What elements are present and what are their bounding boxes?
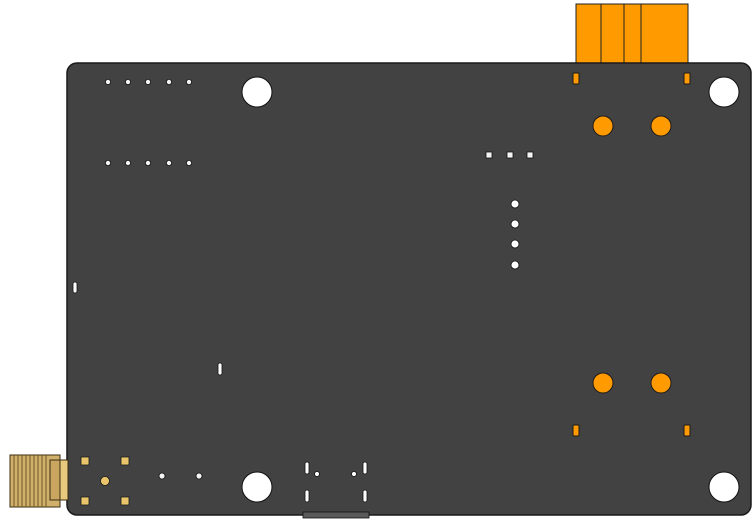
mounting-hole-bottom-right [708,471,740,503]
via-row-top [105,79,192,86]
square-pads [485,151,534,159]
bottom-vias [158,472,203,480]
mounting-hole-top-right [708,76,740,108]
mounting-holes [241,76,740,503]
via-row-second [105,159,192,166]
mounting-hole-bottom-left [241,471,273,503]
usb-connector [302,461,370,519]
sma-antenna-connector [9,454,69,508]
mounting-hole-top-left [241,76,273,108]
orange-standoffs [592,115,672,394]
gold-pads [80,456,130,506]
slots [72,281,223,376]
via-column [510,199,520,270]
top-header-connector [575,3,689,67]
pcb-board [66,62,752,516]
orange-clips [572,72,691,437]
